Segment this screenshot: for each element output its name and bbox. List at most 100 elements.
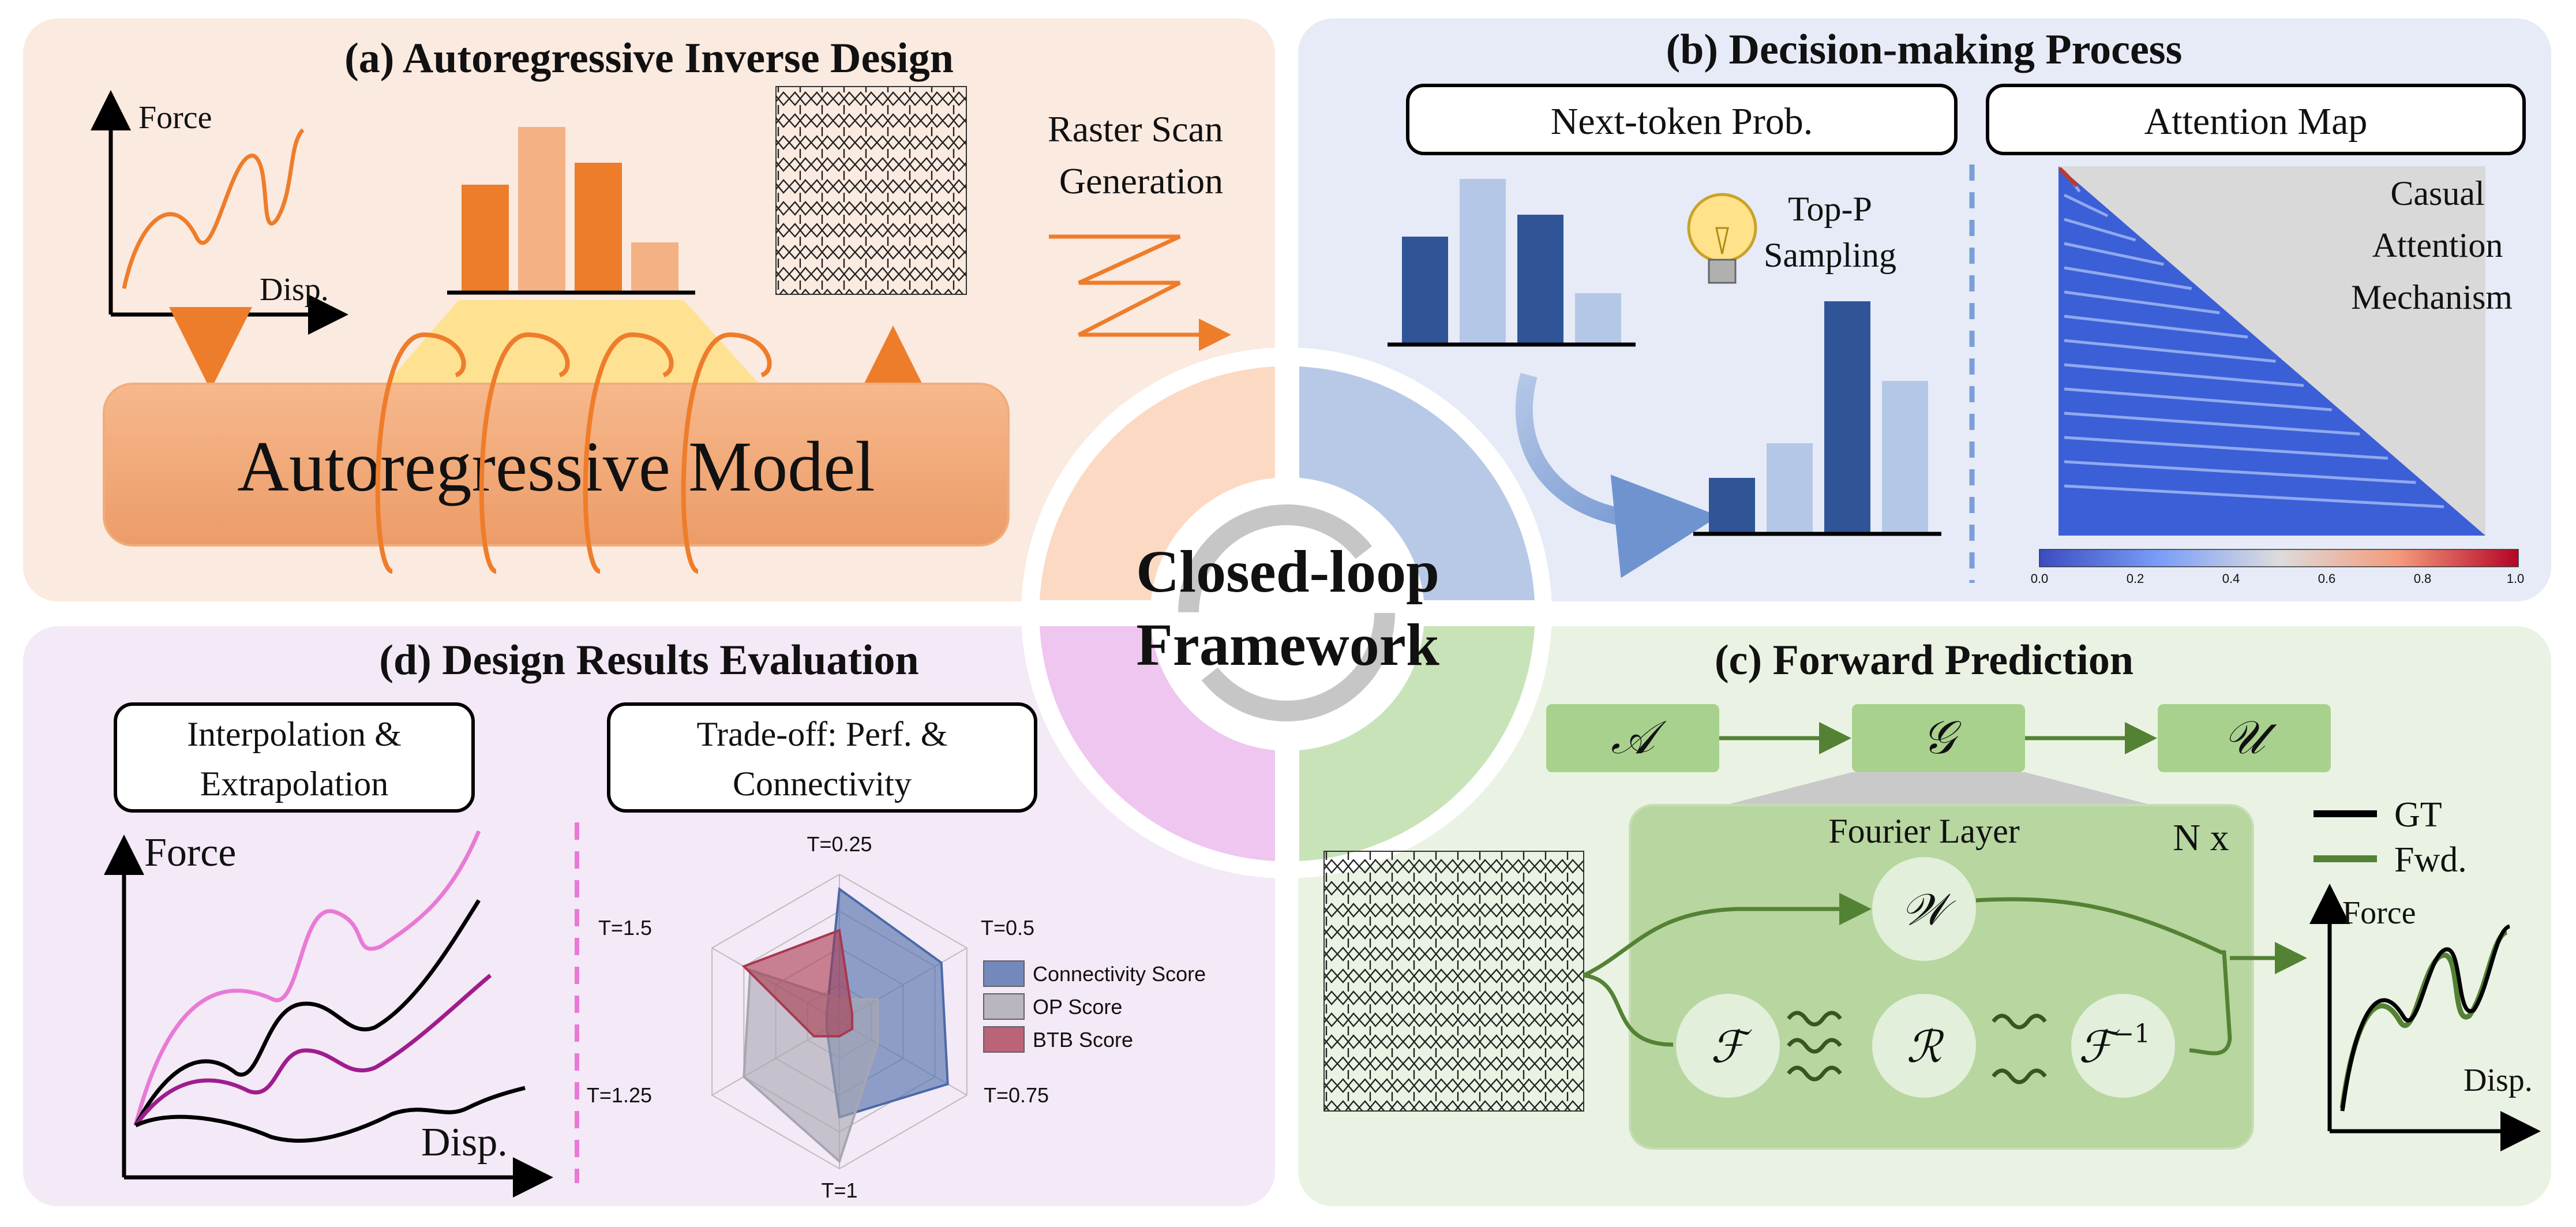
attention-stripe (2064, 484, 2444, 508)
panel-b-casual-line3: Mechanism (2351, 278, 2513, 316)
panel-a-raster-zigzag (1049, 234, 1231, 351)
panel-a-model-label: Autoregressive Model (237, 427, 875, 506)
panel-d-box1-line1: Interpolation & (187, 715, 402, 753)
panel-d-box2 (607, 702, 1037, 813)
radar-axis-label: T=1.5 (598, 916, 652, 940)
panel-d-box1-line2: Extrapolation (200, 765, 389, 803)
radar-axis-label: T=0.25 (807, 832, 872, 856)
legend-swatch-op (983, 993, 1025, 1020)
colorbar-tick: 0.4 (2222, 571, 2240, 586)
attention-stripe (2064, 266, 2192, 290)
ring-segment-a (1040, 366, 1275, 600)
panel-d-radar-chart: T=0.25 T=0.5 T=0.75 T=1 T=1.25 T=1.5 Con… (587, 832, 1206, 1202)
attention-stripe (2064, 363, 2304, 387)
op-w-circle (1872, 857, 1976, 961)
legend-fwd: Fwd. (2394, 840, 2467, 880)
panel-d-disp-label: Disp. (421, 1120, 508, 1165)
legend-label-op: OP Score (1033, 995, 1122, 1019)
center-line2: Framework (1136, 612, 1439, 678)
panel-c: (c) Forward Prediction 𝒜 𝒢 𝒰 Fourier Lay… (1323, 637, 2541, 1151)
op-f-circle (1676, 994, 1780, 1098)
node-a (1546, 704, 1719, 772)
panel-c-title: (c) Forward Prediction (1715, 637, 2133, 684)
node-g-zoom (1725, 772, 2152, 805)
radar-axis-label: T=0.5 (981, 916, 1034, 940)
panel-c-lattice-image (1323, 851, 1584, 1112)
op-finv-circle (2071, 994, 2175, 1098)
panel-a-disp-label: Disp. (260, 272, 329, 308)
fourier-flow (1583, 893, 2307, 1056)
panel-a: (a) Autoregressive Inverse Design Force … (91, 35, 1231, 574)
panel-d-box2-line1: Trade-off: Perf. & (697, 715, 948, 753)
radar-axis-labels: T=0.25 T=0.5 T=0.75 T=1 T=1.25 T=1.5 (587, 832, 1049, 1202)
op-finv-label: ℱ−1 (2079, 1019, 2151, 1072)
panel-a-force-label: Force (138, 100, 212, 136)
panel-a-raster-line1: Raster Scan (1048, 109, 1223, 149)
panel-b-title: (b) Decision-making Process (1666, 26, 2183, 73)
attention-stripe (2063, 193, 2109, 218)
ring-segment-d (1040, 626, 1275, 861)
colorbar-tick: 0.8 (2414, 571, 2432, 586)
panel-d-force-label: Force (144, 831, 236, 875)
legend-swatch-btb (983, 1026, 1025, 1053)
colorbar-tick: 0.6 (2318, 571, 2336, 586)
panel-d-box1 (114, 702, 475, 813)
radar-axis-label: T=1.25 (587, 1083, 652, 1107)
panel-d: (d) Design Results Evaluation Interpolat… (104, 637, 1206, 1202)
radar-series-btb-score (741, 929, 854, 1038)
panel-d-title: (d) Design Results Evaluation (379, 637, 918, 684)
ring-segment-c (1299, 626, 1535, 861)
radar-axis-label: T=0.75 (984, 1083, 1049, 1107)
cycle-icon (1178, 504, 1395, 721)
panel-a-autoregressive-loops (375, 332, 772, 574)
panel-b-casual-line2: Attention (2372, 226, 2503, 264)
panel-d-force-plot: Force Disp. (104, 830, 553, 1198)
panel-b-sampled-bars (1693, 301, 1941, 536)
radar-axis-label: T=1 (821, 1179, 857, 1202)
panel-d-box2-line2: Connectivity (733, 765, 912, 803)
colorbar-tick: 1.0 (2507, 571, 2525, 586)
panel-c-force-label: Force (2342, 895, 2416, 931)
n-x-label: N x (2173, 817, 2229, 859)
panel-a-lattice-image (775, 86, 967, 295)
legend-label-btb: BTB Score (1033, 1028, 1133, 1052)
panel-b-colorbar-ticks: 0.0 0.2 0.4 0.6 0.8 1.0 (2031, 571, 2525, 586)
legend-swatch-connectivity (983, 960, 1025, 987)
attention-stripe (2064, 290, 2220, 315)
panel-b-prob-bars (1388, 179, 1636, 347)
attention-stripe (2064, 315, 2248, 339)
panel-b-casual-line1: Casual (2390, 174, 2484, 212)
panel-b-attention-box (1986, 84, 2526, 155)
panel-b-top-p-line2: Sampling (1764, 236, 1896, 274)
panel-c-disp-label: Disp. (2463, 1063, 2533, 1098)
panel-b-next-token-label: Next-token Prob. (1551, 100, 1813, 143)
attention-stripe (2064, 460, 2416, 484)
wave-icon (1992, 1013, 2047, 1084)
panel-a-raster-line2: Generation (1059, 160, 1223, 201)
node-g (1852, 704, 2025, 772)
panel-c-legend: GT Fwd. (2313, 795, 2467, 880)
op-r-label: ℛ (1907, 1021, 1945, 1072)
panel-a-token-bars (447, 127, 695, 295)
panel-a-attention-fan (384, 300, 762, 387)
attention-stripe (2064, 436, 2388, 460)
panel-b-attention-label: Attention Map (2144, 100, 2368, 143)
legend-gt: GT (2394, 795, 2442, 835)
panel-b-colorbar (2039, 549, 2519, 567)
ring-segment-b (1299, 366, 1535, 600)
attention-stripe (2064, 412, 2360, 436)
panel-b: (b) Decision-making Process Next-token P… (1388, 26, 2526, 586)
panel-b-next-token-box (1406, 84, 1958, 155)
lightbulb-icon (1687, 193, 1757, 284)
op-finv-superscript: −1 (2113, 1019, 2150, 1049)
panel-b-curved-arrow (1515, 373, 1719, 578)
attention-stripe (2064, 387, 2332, 412)
op-r-circle (1872, 994, 1976, 1098)
attention-stripe (2064, 242, 2164, 266)
fourier-layer-label: Fourier Layer (1828, 812, 2020, 850)
radar-legend: Connectivity Score OP Score BTB Score (983, 960, 1206, 1053)
panel-c-force-plot: Force Disp. (2309, 884, 2541, 1151)
center-ring: Closed-loop Framework (1021, 347, 1552, 878)
center-line1: Closed-loop (1136, 538, 1439, 605)
